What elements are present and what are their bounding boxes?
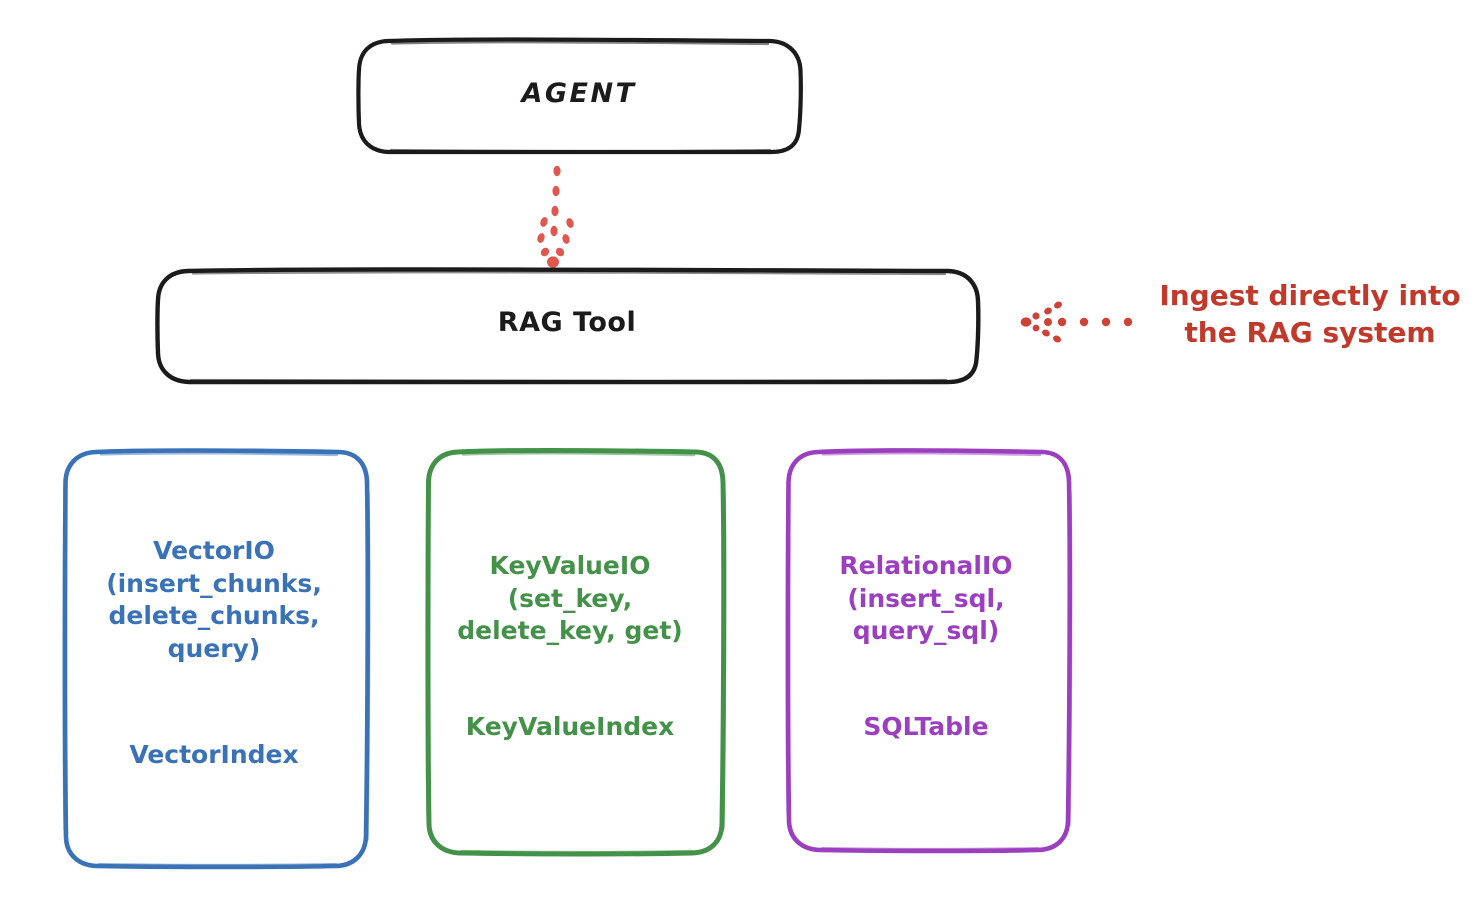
- node-agent[interactable]: [356, 37, 803, 155]
- node-vector-io[interactable]: [62, 448, 371, 870]
- edge-ingest-into-rag: [1020, 301, 1133, 343]
- agent-box-sketch-overlay: [356, 41, 803, 153]
- agent-box-outline: [356, 37, 803, 155]
- node-key-value-io[interactable]: [425, 447, 727, 857]
- key-value-io-box-outline: [425, 447, 727, 857]
- rag-tool-box-sketch-overlay: [155, 271, 980, 383]
- key-value-io-box-sketch-overlay: [425, 452, 727, 854]
- vector-io-box-outline: [62, 448, 371, 870]
- relational-io-box-sketch-overlay: [785, 452, 1073, 851]
- vector-io-box-sketch-overlay: [62, 452, 371, 867]
- node-rag-tool[interactable]: [155, 267, 981, 386]
- edge-agent-to-rag-tool: [537, 165, 574, 268]
- relational-io-box-outline: [785, 448, 1073, 854]
- node-relational-io[interactable]: [785, 448, 1073, 854]
- rag-tool-box-outline: [155, 267, 981, 386]
